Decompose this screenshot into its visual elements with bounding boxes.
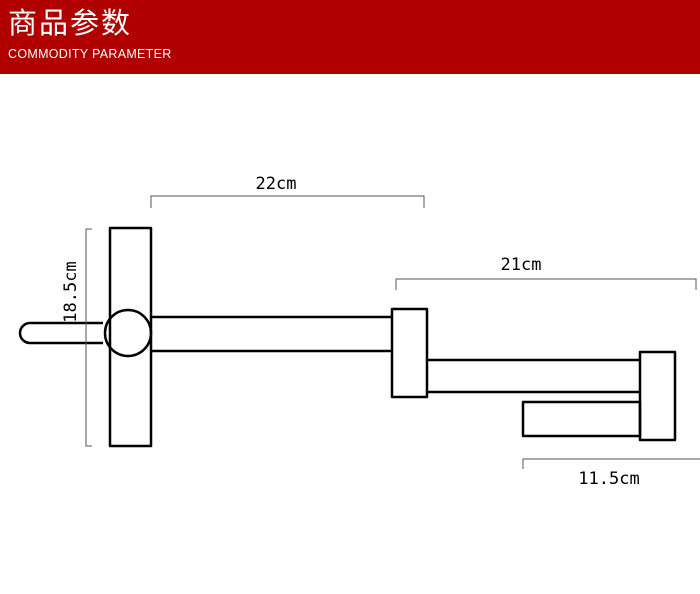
header-title: 商品参数 bbox=[8, 6, 133, 40]
swivel-joint bbox=[103, 308, 153, 358]
second-arm-length-label: 21cm bbox=[501, 255, 542, 275]
spout-length-label: 11.5cm bbox=[578, 469, 639, 489]
plate-height-label: 18.5cm bbox=[61, 261, 81, 322]
spout bbox=[521, 400, 642, 438]
wall-mount-plate bbox=[108, 226, 153, 448]
end-joint bbox=[638, 350, 677, 442]
header-subtitle: COMMODITY PARAMETER bbox=[8, 47, 172, 61]
dimension-line-plate bbox=[85, 228, 92, 447]
dimension-line-second-arm bbox=[395, 278, 697, 290]
header-banner: 商品参数 COMMODITY PARAMETER bbox=[0, 0, 700, 74]
dimension-line-arm bbox=[150, 195, 425, 208]
arm-length-label: 22cm bbox=[256, 174, 297, 194]
dimension-line-spout bbox=[522, 458, 700, 469]
handle-lever bbox=[18, 321, 103, 345]
elbow-joint bbox=[390, 307, 429, 399]
